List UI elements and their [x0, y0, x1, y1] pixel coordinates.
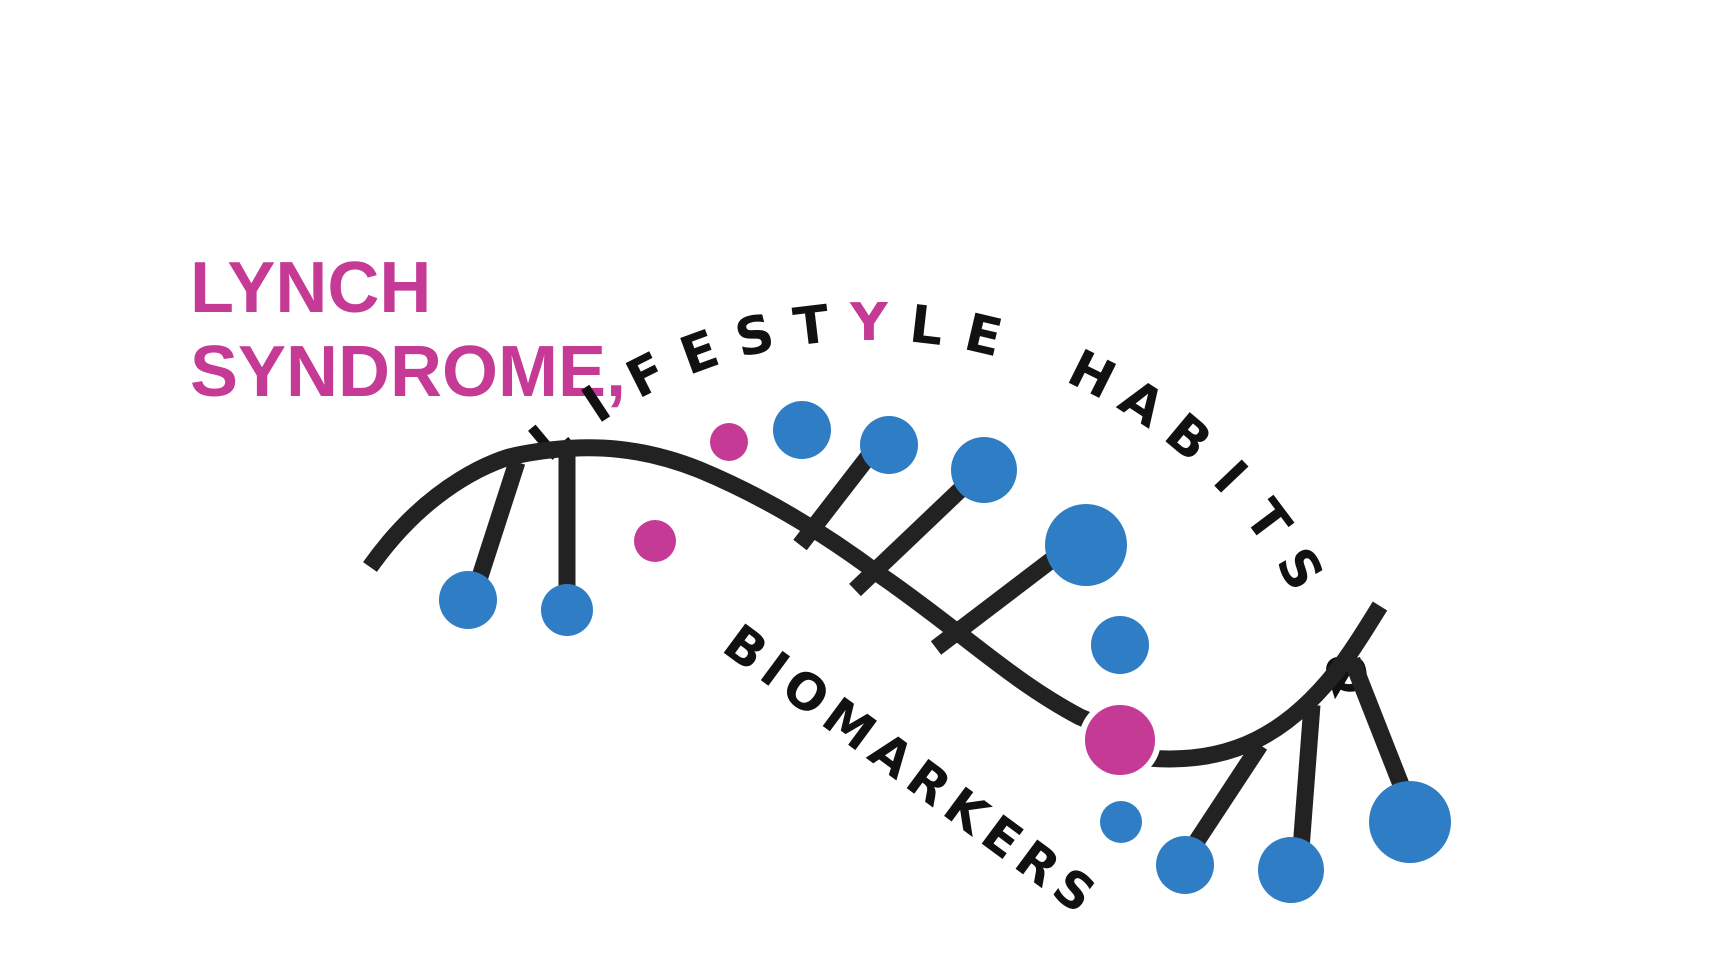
title-line-syndrome: SYNDROME, — [190, 332, 626, 412]
dna-rung — [930, 545, 1068, 655]
blue-dot — [860, 416, 918, 474]
arc-letter: E — [959, 303, 1007, 370]
arc-letter: S — [1264, 538, 1335, 601]
dna-rung — [1344, 656, 1415, 804]
dna-rung — [1291, 704, 1321, 863]
blue-dot — [1091, 616, 1149, 674]
blue-dot — [951, 437, 1017, 503]
blue-dot — [1369, 781, 1451, 863]
blue-dot — [439, 571, 497, 629]
magenta-dot — [710, 423, 748, 461]
magenta-dot — [1079, 699, 1161, 781]
arc-letter: E — [673, 319, 727, 388]
arc-letter: B — [1153, 402, 1222, 473]
blue-dot — [1100, 801, 1142, 843]
arc-letter: T — [790, 294, 833, 358]
biomarkers-label: BIOMARKERS — [713, 613, 1112, 929]
blue-dot — [1045, 504, 1127, 586]
blue-dot — [1258, 837, 1324, 903]
magenta-dot — [634, 520, 676, 562]
arc-letter: F — [617, 341, 676, 411]
arc-letter: L — [907, 295, 947, 358]
dna-rung — [466, 459, 526, 595]
arc-letter: Y — [849, 293, 889, 353]
blue-dot — [1156, 836, 1214, 894]
dna-rung — [849, 483, 966, 597]
arc-letter: H — [1059, 339, 1125, 412]
dna-strand-main — [363, 439, 1129, 747]
arc-letter: I — [1202, 450, 1259, 505]
dna-dots — [439, 401, 1451, 903]
blue-dot — [773, 401, 831, 459]
dna-helix-icon — [363, 439, 1415, 867]
blue-dot — [541, 584, 593, 636]
dna-strand-right — [1147, 601, 1388, 768]
title-line-lynch: LYNCH — [190, 248, 431, 328]
arc-letter: S — [730, 303, 780, 370]
arc-letter: A — [1108, 368, 1174, 440]
dna-rung — [793, 442, 882, 551]
arc-letter: T — [1233, 489, 1303, 554]
